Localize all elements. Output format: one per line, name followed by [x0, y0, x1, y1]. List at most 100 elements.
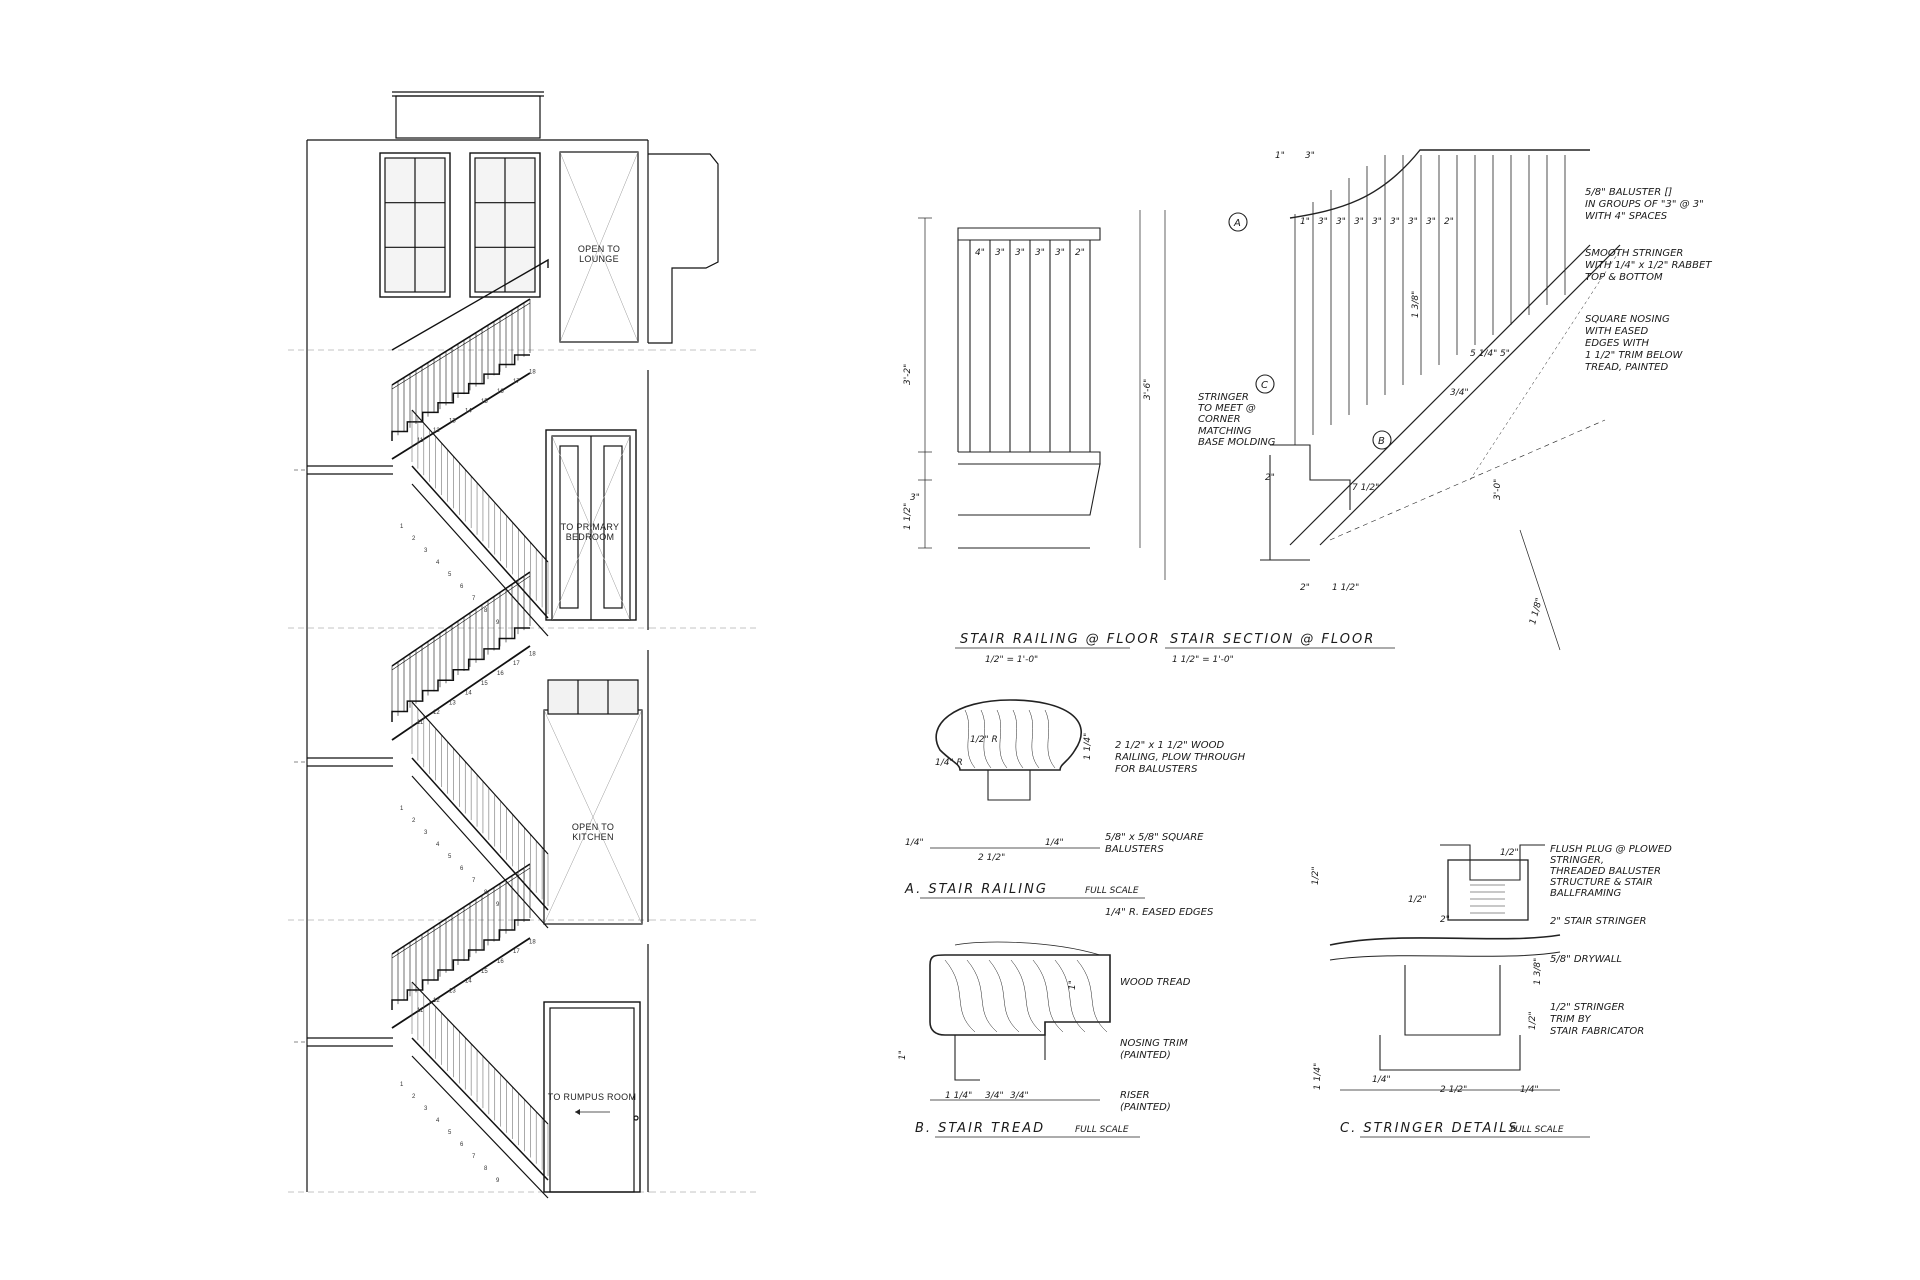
- handrail: [391, 298, 531, 386]
- step-number: 5: [448, 854, 452, 860]
- step-number: 15: [481, 969, 488, 975]
- handrail: [411, 981, 549, 1125]
- dim-railing-spacing: 3": [995, 248, 1005, 258]
- dim-section-rise: 5 1/4": [1470, 349, 1497, 359]
- tread-grain: [988, 959, 1020, 1033]
- step-number: 6: [460, 866, 464, 872]
- stringer-top: [411, 757, 549, 911]
- stringer-body: [1404, 965, 1501, 1036]
- door-label-lounge: OPEN TO: [578, 244, 620, 254]
- note-stringer-trim: TRIM BY: [1550, 1014, 1591, 1025]
- note-flush-plug: STRUCTURE & STAIR: [1550, 877, 1653, 888]
- rumpus-arrowhead: [575, 1109, 580, 1115]
- dim-section-spacing: 3": [1318, 217, 1328, 227]
- note-nosing: TREAD, PAINTED: [1585, 362, 1669, 373]
- tread-grain: [1032, 959, 1064, 1033]
- tread-outline: [391, 919, 530, 1010]
- door-x: [543, 709, 643, 925]
- dim-rail-to-nose: 3'-0": [1493, 479, 1503, 500]
- dim-stringer: 1 1/8": [1528, 597, 1545, 626]
- dim-section-top: 3": [1305, 151, 1315, 161]
- wood-grain: [1028, 709, 1040, 769]
- roof-penthouse: [395, 95, 541, 139]
- tread-grain: [1010, 959, 1042, 1033]
- dim-c-height: 1 3/8": [1533, 958, 1543, 985]
- dim-railing-spacing: 2": [1075, 248, 1085, 258]
- marker-c-circle: [1255, 374, 1275, 394]
- door-panel-left: [559, 445, 579, 609]
- step-number: 15: [481, 681, 488, 687]
- note-balusters: IN GROUPS OF "3" @ 3": [1585, 199, 1704, 210]
- step-number: 16: [497, 959, 504, 965]
- step-number: 9: [496, 620, 500, 626]
- step-number: 2: [412, 818, 416, 824]
- door-label-lounge: LOUNGE: [579, 254, 619, 264]
- tread-outline: [391, 354, 530, 441]
- note-flush-plug: THREADED BALUSTER: [1550, 866, 1661, 877]
- note-nosing: SQUARE NOSING: [1585, 314, 1670, 325]
- window-frame: [379, 152, 451, 298]
- note-stringer-corner: TO MEET @: [1198, 403, 1256, 414]
- door-label-kitchen: OPEN TO: [572, 822, 614, 832]
- detail-b-title: B. STAIR TREAD: [915, 1121, 1045, 1136]
- lounge-opening: [559, 151, 639, 343]
- marker-c: C: [1261, 380, 1268, 391]
- step-number: 14: [465, 691, 472, 697]
- dim-section-spacing: 3": [1372, 217, 1382, 227]
- door-swing: [551, 527, 592, 621]
- drywall-wave-2: [1329, 951, 1561, 961]
- step-number: 6: [460, 1142, 464, 1148]
- eased-edge-arrow: [954, 941, 1101, 956]
- dim-section-spacing: 3": [1336, 217, 1346, 227]
- step-number: 4: [436, 842, 440, 848]
- note-stringer-trim: STAIR FABRICATOR: [1550, 1026, 1644, 1037]
- dim-b-tread: 1": [1068, 980, 1078, 990]
- note-stringer-corner: CORNER: [1198, 414, 1241, 425]
- dim-section-rise: 5": [1500, 349, 1510, 359]
- note-balusters: WITH 4" SPACES: [1585, 211, 1668, 222]
- note-flush-plug: BALLFRAMING: [1550, 888, 1621, 899]
- handrail: [391, 863, 531, 955]
- note-nosing: WITH EASED: [1585, 326, 1648, 337]
- note-balusters: 5/8" BALUSTER []: [1585, 187, 1672, 198]
- step-number: 15: [481, 399, 488, 405]
- door-swing: [590, 527, 631, 621]
- dim-c-low: 1 1/4": [1313, 1063, 1323, 1090]
- step-number: 13: [449, 418, 456, 424]
- step-number: 13: [449, 988, 456, 994]
- note-stringer: SMOOTH STRINGER: [1585, 248, 1683, 259]
- door-label-primary-bedroom: TO PRIMARY: [561, 522, 620, 532]
- dim-section-spacing: 3": [1426, 217, 1436, 227]
- stair-section-scale: 1 1/2" = 1'-0": [1172, 655, 1234, 665]
- detail-c-sketch: [1329, 844, 1561, 1091]
- dim-b-right: 3/4": [1010, 1091, 1029, 1101]
- dim-b-mid: 3/4": [985, 1091, 1004, 1101]
- step-number: 11: [417, 1008, 424, 1014]
- door-swing: [590, 435, 631, 529]
- stringer-top: [411, 465, 549, 619]
- baluster-profile: [987, 770, 1031, 801]
- step-number: 18: [529, 369, 536, 375]
- note-wood-railing: RAILING, PLOW THROUGH: [1115, 752, 1246, 763]
- stair-elevation: [288, 91, 760, 1199]
- dim-a-top-r: 1/2" R: [970, 735, 998, 745]
- handrail-under: [391, 302, 531, 390]
- dim-section-spacing: 3": [1408, 217, 1418, 227]
- dim-c-bottom-r: 1/4": [1520, 1085, 1539, 1095]
- drywall-wave: [1329, 934, 1561, 946]
- dim-railing-spacing: 3": [1015, 248, 1025, 258]
- dim-railing-d2: 1 1/2": [903, 503, 913, 530]
- note-wood-railing: 2 1/2" x 1 1/2" WOOD: [1115, 740, 1225, 751]
- stringer-block: [1447, 859, 1529, 921]
- section-dim-slope: [1519, 529, 1561, 651]
- dim-section-spacing: 3": [1390, 217, 1400, 227]
- step-number: 1: [400, 1082, 404, 1088]
- step-number: 7: [472, 596, 476, 602]
- handrail: [411, 409, 549, 563]
- step-number: 13: [449, 700, 456, 706]
- step-number: 17: [513, 949, 520, 955]
- window-frame: [469, 152, 541, 298]
- step-number: 3: [424, 1106, 428, 1112]
- step-number: 3: [424, 548, 428, 554]
- note-stair-stringer: 2" STAIR STRINGER: [1550, 916, 1646, 927]
